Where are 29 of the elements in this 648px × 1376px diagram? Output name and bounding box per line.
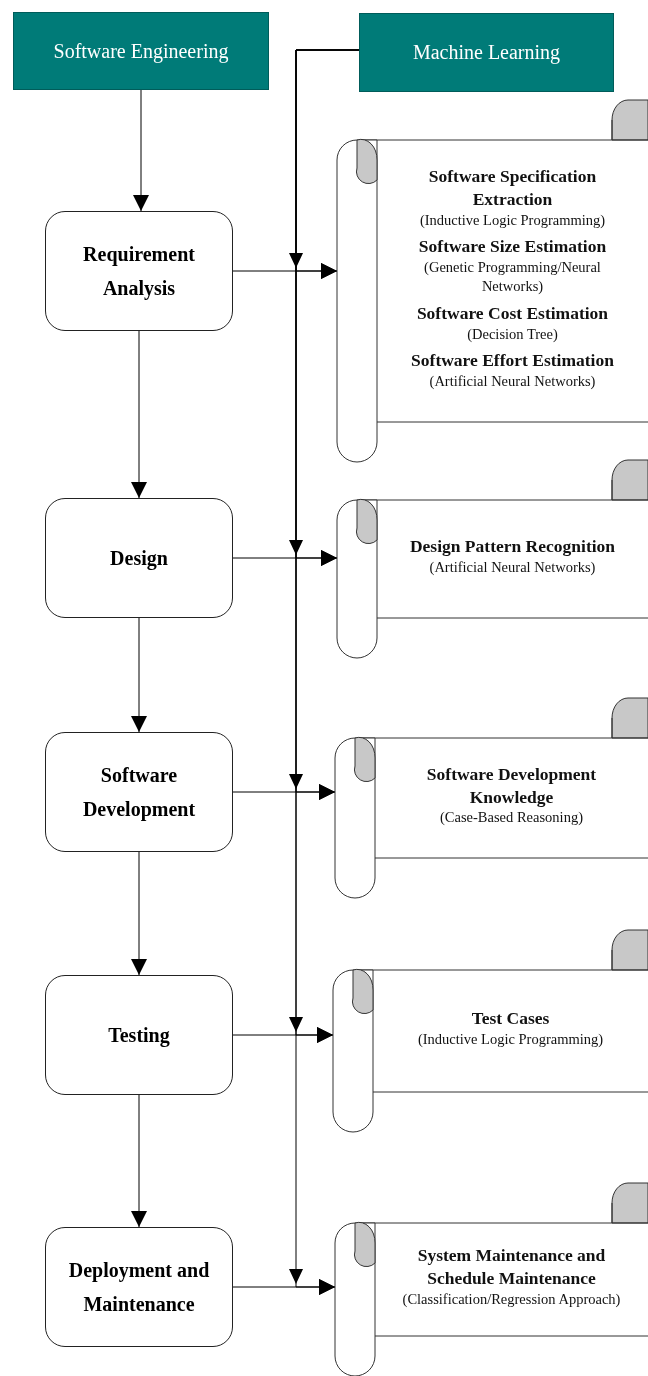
technique-text: (Inductive Logic Programming): [419, 210, 606, 230]
task-heading: Design Pattern Recognition: [409, 535, 616, 558]
task-heading: System Maintenance and Schedule Maintenance: [416, 1244, 607, 1290]
task-heading: Software Effort Estimation: [411, 349, 614, 373]
task-heading: Software Specification Extraction: [427, 165, 598, 211]
technique-text: (Artificial Neural Networks): [429, 372, 596, 391]
technique-text: (Artificial Neural Networks): [429, 557, 596, 577]
process-box: Software Development: [45, 732, 233, 852]
process-box: Deployment and Maintenance: [45, 1227, 233, 1347]
arrow: [131, 330, 147, 499]
technique-text: (Decision Tree): [467, 324, 558, 344]
arrow: [131, 1094, 147, 1228]
header-box: Software Engineering: [13, 12, 269, 90]
task-heading: Test Cases: [471, 1007, 550, 1030]
arrow: [289, 49, 360, 1295]
technique-text: (Classification/Regression Approach): [402, 1289, 621, 1309]
task-heading: Software Size Estimation: [418, 235, 607, 259]
process-box: Design: [45, 498, 233, 618]
arrow: [133, 89, 149, 212]
arrow: [131, 851, 147, 976]
process-box: Testing: [45, 975, 233, 1095]
process-box: Requirement Analysis: [45, 211, 233, 331]
technique-text: (Case-Based Reasoning): [440, 808, 583, 828]
header-box: Machine Learning: [359, 13, 614, 92]
task-heading: Software Cost Estimation: [416, 301, 609, 325]
arrow: [131, 617, 147, 733]
technique-text: (Inductive Logic Programming): [417, 1029, 604, 1049]
technique-text: (Genetic Programming/Neural Networks): [423, 258, 602, 296]
task-heading: Software Development Knowledge: [425, 762, 598, 809]
